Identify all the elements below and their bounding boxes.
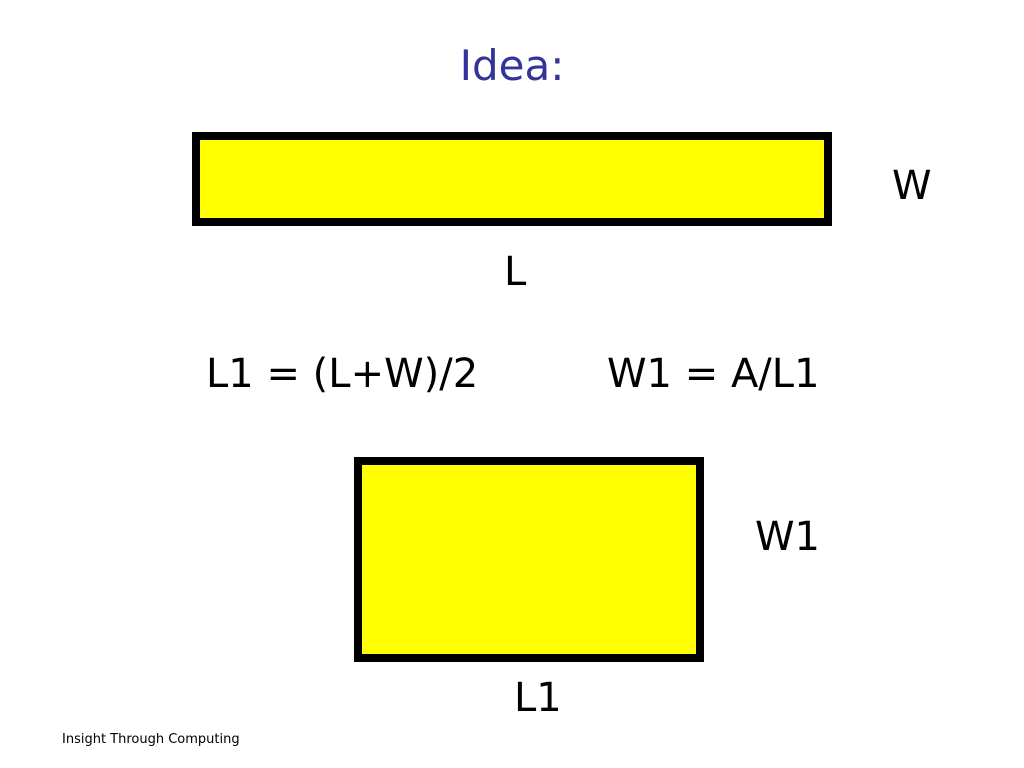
long-rectangle-width-label: W — [892, 163, 932, 209]
long-rectangle — [192, 132, 832, 226]
footer-text: Insight Through Computing — [62, 732, 240, 747]
square-rectangle-length-label: L1 — [514, 675, 562, 721]
long-rectangle-length-label: L — [504, 249, 527, 295]
square-rectangle — [354, 457, 704, 662]
slide-title: Idea: — [459, 41, 565, 90]
formula-w1: W1 = A/L1 — [607, 351, 820, 397]
formula-l1: L1 = (L+W)/2 — [206, 351, 479, 397]
square-rectangle-width-label: W1 — [755, 514, 820, 560]
